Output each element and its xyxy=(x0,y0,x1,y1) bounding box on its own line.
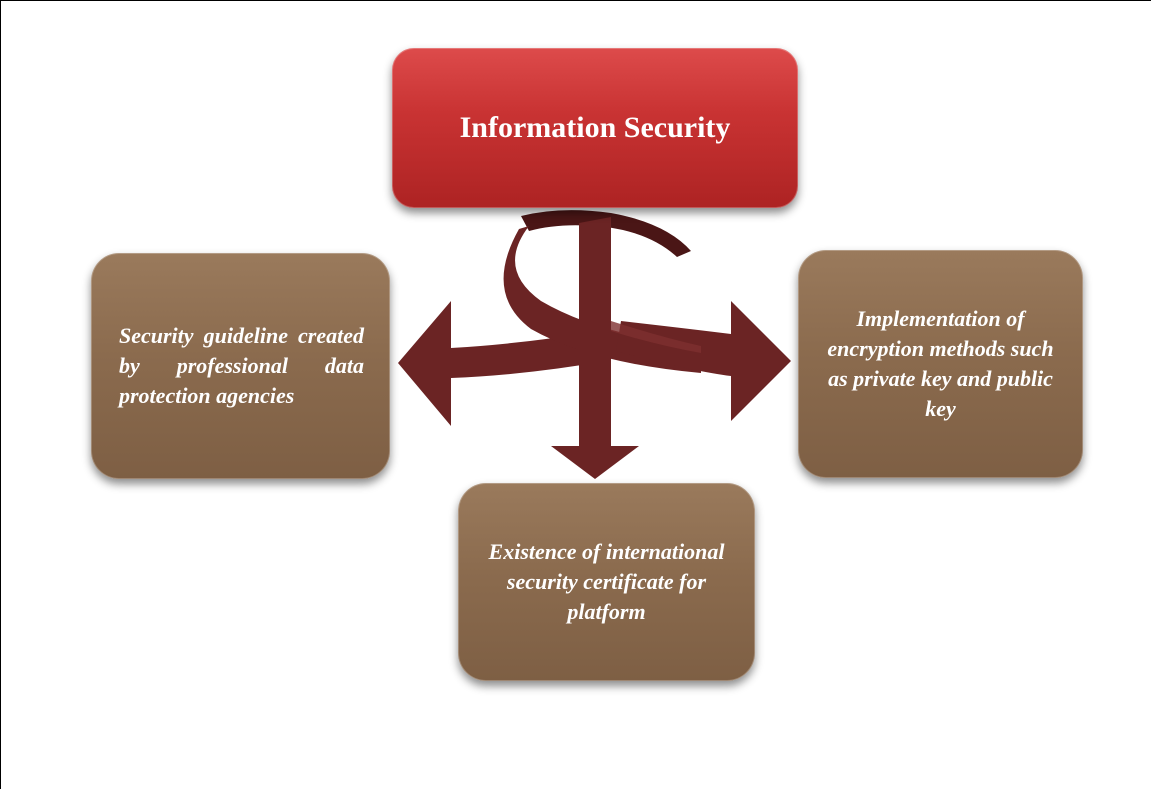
information-security-title: Information Security xyxy=(459,111,731,144)
encryption-methods-box: Implementation of encryption methods suc… xyxy=(798,250,1083,478)
security-guideline-text: Security guideline created by profession… xyxy=(119,323,364,408)
security-certificate-box: Existence of international security cert… xyxy=(458,483,755,681)
security-certificate-text: Existence of international security cert… xyxy=(488,539,725,624)
loop-arc xyxy=(503,226,701,373)
information-security-title-box: Information Security xyxy=(392,48,798,208)
security-guideline-box: Security guideline created by profession… xyxy=(91,253,390,479)
loop-highlight xyxy=(611,321,701,353)
encryption-methods-text: Implementation of encryption methods suc… xyxy=(827,306,1054,421)
loop-back-band xyxy=(521,210,691,257)
right-arrow xyxy=(616,301,791,421)
left-arrow xyxy=(398,301,606,426)
down-arrow xyxy=(551,217,639,479)
